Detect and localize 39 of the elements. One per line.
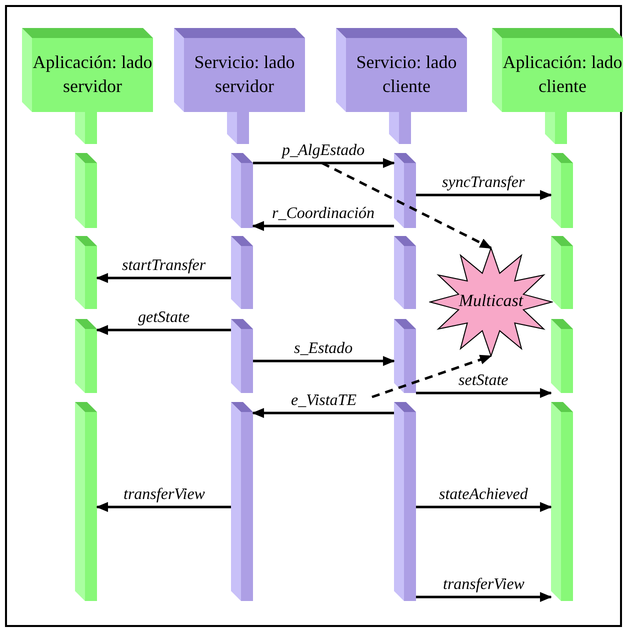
activation-bar — [394, 153, 416, 228]
arrow — [96, 273, 231, 283]
arrow — [253, 158, 395, 168]
arrow — [416, 592, 552, 602]
arrow — [321, 162, 492, 250]
edge-label: syncTransfer — [441, 174, 526, 191]
activation-bar — [231, 153, 253, 228]
edge-label: s_Estado — [293, 340, 354, 357]
activation-bar — [394, 236, 416, 309]
arrow — [416, 388, 552, 398]
arrow — [416, 190, 552, 200]
arrow — [252, 408, 394, 418]
activation-bar — [231, 319, 253, 393]
edge-label: startTransfer — [121, 257, 207, 274]
activation-bar — [551, 402, 573, 601]
arrow — [253, 356, 395, 366]
edge-label: transferView — [122, 486, 206, 503]
activation-bar — [551, 236, 573, 309]
activation-bar — [75, 236, 97, 309]
activation-bar — [231, 402, 253, 601]
arrow — [416, 502, 552, 512]
activation-bar — [394, 402, 416, 601]
edge-label: e_VistaTE — [290, 392, 358, 409]
arrow — [96, 502, 231, 512]
activation-bar — [75, 402, 97, 601]
edge-label: r_Coordinación — [271, 205, 376, 222]
activation-bar — [75, 153, 97, 228]
activation-bar — [551, 153, 573, 228]
edge-label: p_AlgEstado — [281, 142, 366, 159]
arrow — [96, 325, 231, 335]
edge-label: transferView — [442, 576, 526, 593]
activation-bar — [394, 319, 416, 393]
activation-bar — [551, 319, 573, 393]
activation-bar — [231, 236, 253, 309]
arrow — [372, 354, 492, 398]
arrow — [252, 221, 394, 231]
starburst: Multicast — [429, 247, 553, 357]
edge-label: getState — [137, 309, 191, 326]
activation-bar — [75, 319, 97, 393]
